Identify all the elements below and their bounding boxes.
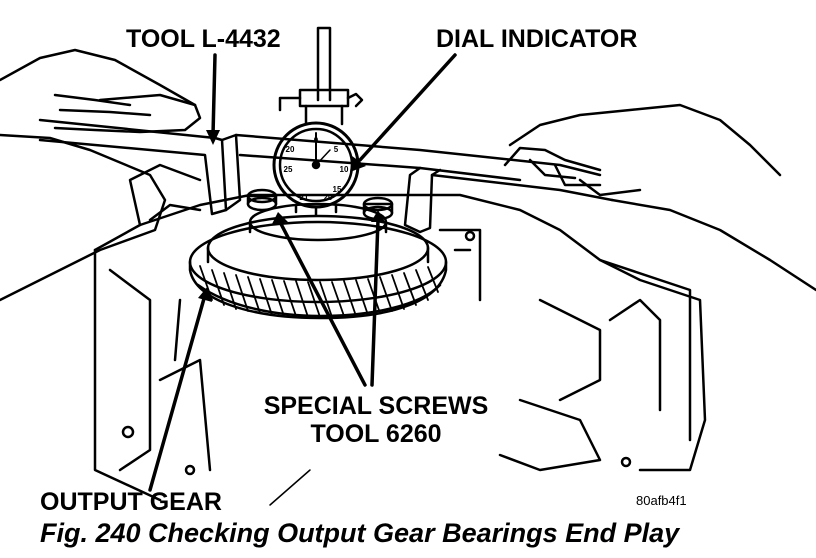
dial-number: 25 [284,165,293,174]
figure-code: 80afb4f1 [636,493,687,508]
right-hand [503,103,816,292]
output-gear [188,202,448,320]
transmission-case [93,163,707,502]
label-tool-l-4432: TOOL L-4432 [126,25,281,53]
dial-number: 5 [334,145,339,154]
leader-lines [148,53,457,506]
label-output-gear: OUTPUT GEAR [40,488,222,516]
dial-number: 20 [286,145,295,154]
label-special-screws-line1: SPECIAL SCREWS [263,392,489,420]
dial-number: 10 [340,165,349,174]
tool-l-4432 [38,118,614,234]
dial-number: 15 [333,185,342,194]
dial-number: 0 [314,136,319,145]
special-screws [246,188,394,221]
left-hand [0,48,202,302]
label-special-screws: SPECIAL SCREWS TOOL 6260 [246,392,506,448]
dial-number: 20 [324,193,333,202]
dial-number: 21 [300,193,309,202]
figure-caption: Fig. 240 Checking Output Gear Bearings E… [40,518,680,548]
label-dial-indicator: DIAL INDICATOR [436,25,638,53]
label-special-screws-line2: TOOL 6260 [310,419,442,448]
arrowheads [198,130,385,302]
dial-indicator [272,26,364,217]
dial-face-numbers: 0 5 10 15 20 25 21 20 [284,136,349,202]
